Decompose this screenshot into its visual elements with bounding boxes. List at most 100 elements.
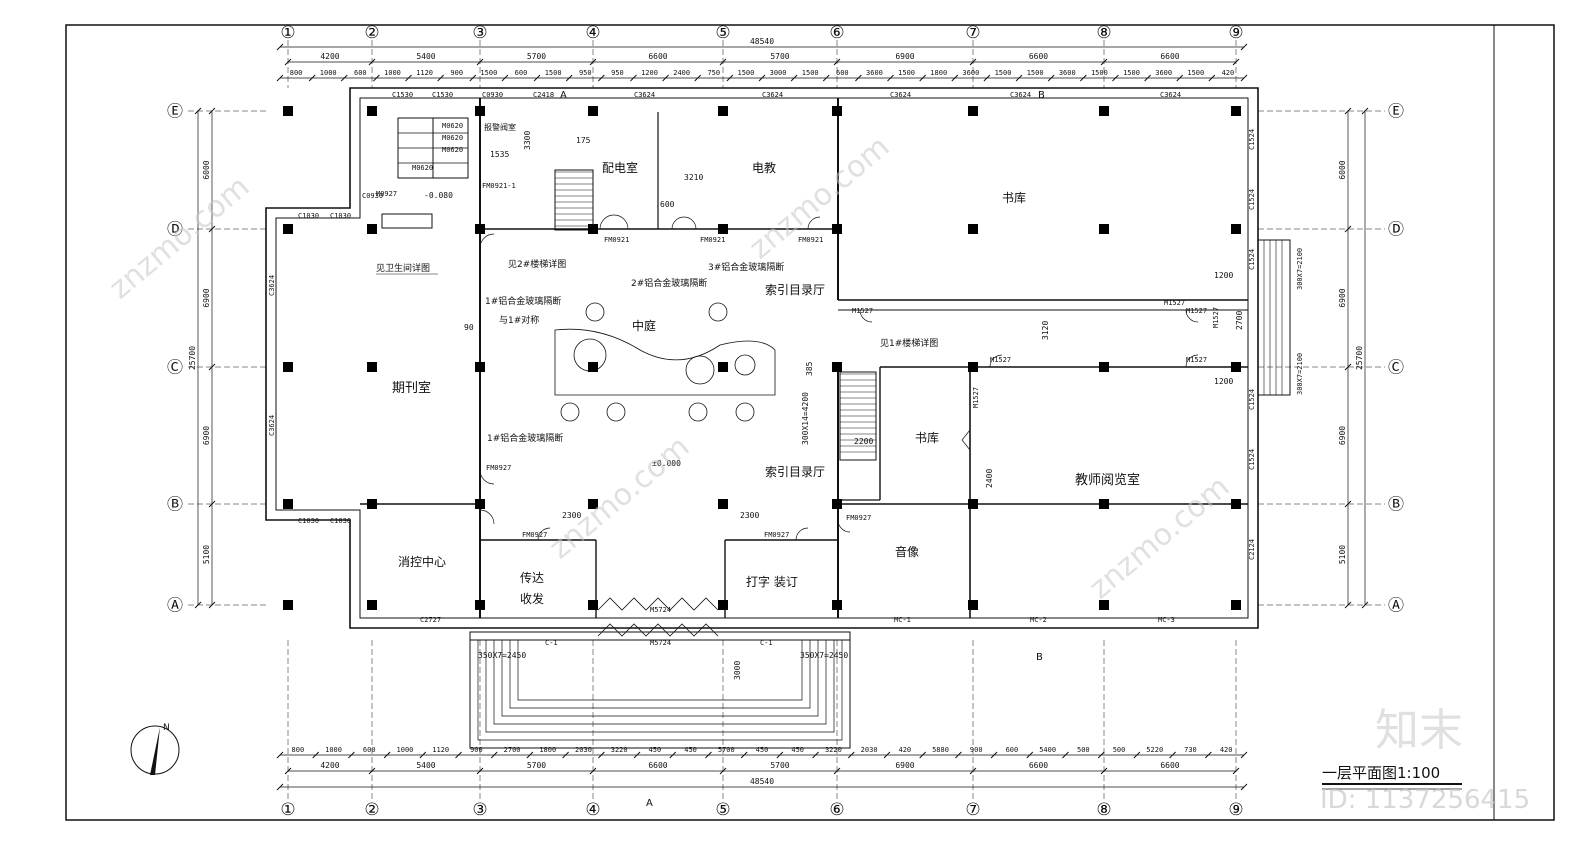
door-tag: FM0921 xyxy=(700,236,725,244)
structural-column xyxy=(1231,600,1241,610)
dim-detail-top: 1500 xyxy=(898,69,915,77)
north-label: N xyxy=(163,723,170,733)
dimension-tick xyxy=(847,751,855,759)
table xyxy=(688,402,708,422)
axis-bubble-bottom: ④ xyxy=(585,800,600,820)
dimension-tick xyxy=(276,43,284,51)
dimension-tick xyxy=(533,74,541,82)
structural-column xyxy=(832,224,842,234)
dimension-tick xyxy=(1097,751,1105,759)
dimension-tick xyxy=(694,74,702,82)
structural-column xyxy=(968,224,978,234)
entry-door-leafs xyxy=(597,597,719,611)
axis-bubble-bottom: ① xyxy=(280,800,295,820)
dimension-tick xyxy=(373,74,380,82)
room-catalog-hall-bottom: 索引目录厅 xyxy=(765,465,825,479)
garden-feature xyxy=(685,355,715,385)
dim-90: 90 xyxy=(464,323,474,332)
dimension-tick xyxy=(1232,58,1240,66)
dimension-tick xyxy=(633,751,641,759)
dimension-tick xyxy=(833,58,841,66)
axis-bubble-bottom: ⑥ xyxy=(829,800,844,820)
wash-counter xyxy=(381,213,433,229)
dim-detail-top: 3000 xyxy=(770,69,787,77)
dimension-tick xyxy=(562,751,569,759)
dim-600: 600 xyxy=(660,200,675,209)
ramp-dim: 3000 xyxy=(733,661,742,680)
dim-detail-bottom: 1000 xyxy=(325,746,342,754)
window-tag-left: C3624 xyxy=(268,275,276,296)
dim-bay-bottom: 6600 xyxy=(1160,761,1179,770)
courtyard-tables xyxy=(560,302,755,422)
dimension-tick xyxy=(1344,500,1352,508)
dim-total-right: 25700 xyxy=(1355,346,1364,370)
room-fire-control: 消控中心 xyxy=(398,554,446,569)
step-dim-side-top: 300X7=2100 xyxy=(1296,248,1304,290)
structural-column xyxy=(718,600,728,610)
door-tag: FM0927 xyxy=(486,464,511,472)
room-stack-mid: 书库 xyxy=(915,430,939,445)
dim-bay-right: 6900 xyxy=(1338,426,1347,445)
note-stair2: 见2#楼梯详图 xyxy=(508,258,566,270)
dim-bay-bottom: 6600 xyxy=(648,761,667,770)
dim-detail-bottom: 5880 xyxy=(932,746,949,754)
dimension-tick xyxy=(1361,601,1369,609)
dimension-tick xyxy=(790,74,798,82)
dimension-tick xyxy=(368,767,376,775)
dimension-tick xyxy=(1240,74,1248,82)
axis-bubble-top: ⑦ xyxy=(965,23,980,43)
dim-detail-bottom: 730 xyxy=(1184,746,1197,754)
note-partition2: 2#铝合金玻璃隔断 xyxy=(631,277,707,289)
dim-total-left: 25700 xyxy=(188,346,197,370)
dim-detail-top: 2400 xyxy=(673,69,690,77)
structural-column xyxy=(832,362,842,372)
window-tag-right: C2124 xyxy=(1248,539,1256,560)
axis-bubble-left: Ⓒ xyxy=(167,358,183,377)
dim-detail-top: 3600 xyxy=(962,69,979,77)
dim-detail-bottom: 2700 xyxy=(504,746,521,754)
dimension-tick xyxy=(1344,107,1352,115)
dim-detail-top: 600 xyxy=(836,69,849,77)
dim-detail-bottom: 3220 xyxy=(825,746,842,754)
courtyard-garden xyxy=(554,328,776,396)
axis-bubble-top: ③ xyxy=(472,23,487,43)
door-tag: M0620 xyxy=(442,122,463,130)
dim-detail-top: 1500 xyxy=(802,69,819,77)
dim-bay-right: 6900 xyxy=(1338,288,1347,307)
structural-column xyxy=(1099,600,1109,610)
structural-column xyxy=(283,224,293,234)
axis-bubble-bottom: ⑧ xyxy=(1096,800,1111,820)
dimension-tick xyxy=(1026,751,1034,759)
structural-column xyxy=(367,362,377,372)
dimension-tick xyxy=(1344,363,1352,371)
dim-detail-top: 1500 xyxy=(1187,69,1204,77)
dim-detail-bottom: 450 xyxy=(684,746,697,754)
dim-bay-bottom: 4200 xyxy=(320,761,339,770)
dimension-tick xyxy=(476,767,484,775)
dimension-tick xyxy=(348,751,355,759)
north-arrow-needle xyxy=(150,727,160,775)
dimension-tick xyxy=(776,751,784,759)
dim-bay-bottom: 5400 xyxy=(416,761,435,770)
structural-column xyxy=(283,600,293,610)
dim-detail-top: 1500 xyxy=(545,69,562,77)
dim-detail-bottom: 5220 xyxy=(1146,746,1163,754)
axis-bubble-top: ① xyxy=(280,23,295,43)
dimension-tick xyxy=(194,107,202,115)
dimension-tick xyxy=(1079,74,1087,82)
dimension-tick xyxy=(969,767,977,775)
dimension-tick xyxy=(662,74,669,82)
axis-bubble-top: ⑤ xyxy=(715,23,730,43)
window-tag-right: C1524 xyxy=(1248,449,1256,470)
dimension-tick xyxy=(990,751,998,759)
note-partition1b: 1#铝合金玻璃隔断 xyxy=(487,432,563,444)
dimension-tick xyxy=(1344,601,1352,609)
structural-column xyxy=(588,362,598,372)
dim-detail-bottom: 450 xyxy=(791,746,804,754)
dim-detail-bottom: 2030 xyxy=(575,746,592,754)
structural-column xyxy=(718,499,728,509)
axis-bubble-right: Ⓐ xyxy=(1388,596,1404,615)
drawing-title: 一层平面图1:100 xyxy=(1322,764,1440,782)
